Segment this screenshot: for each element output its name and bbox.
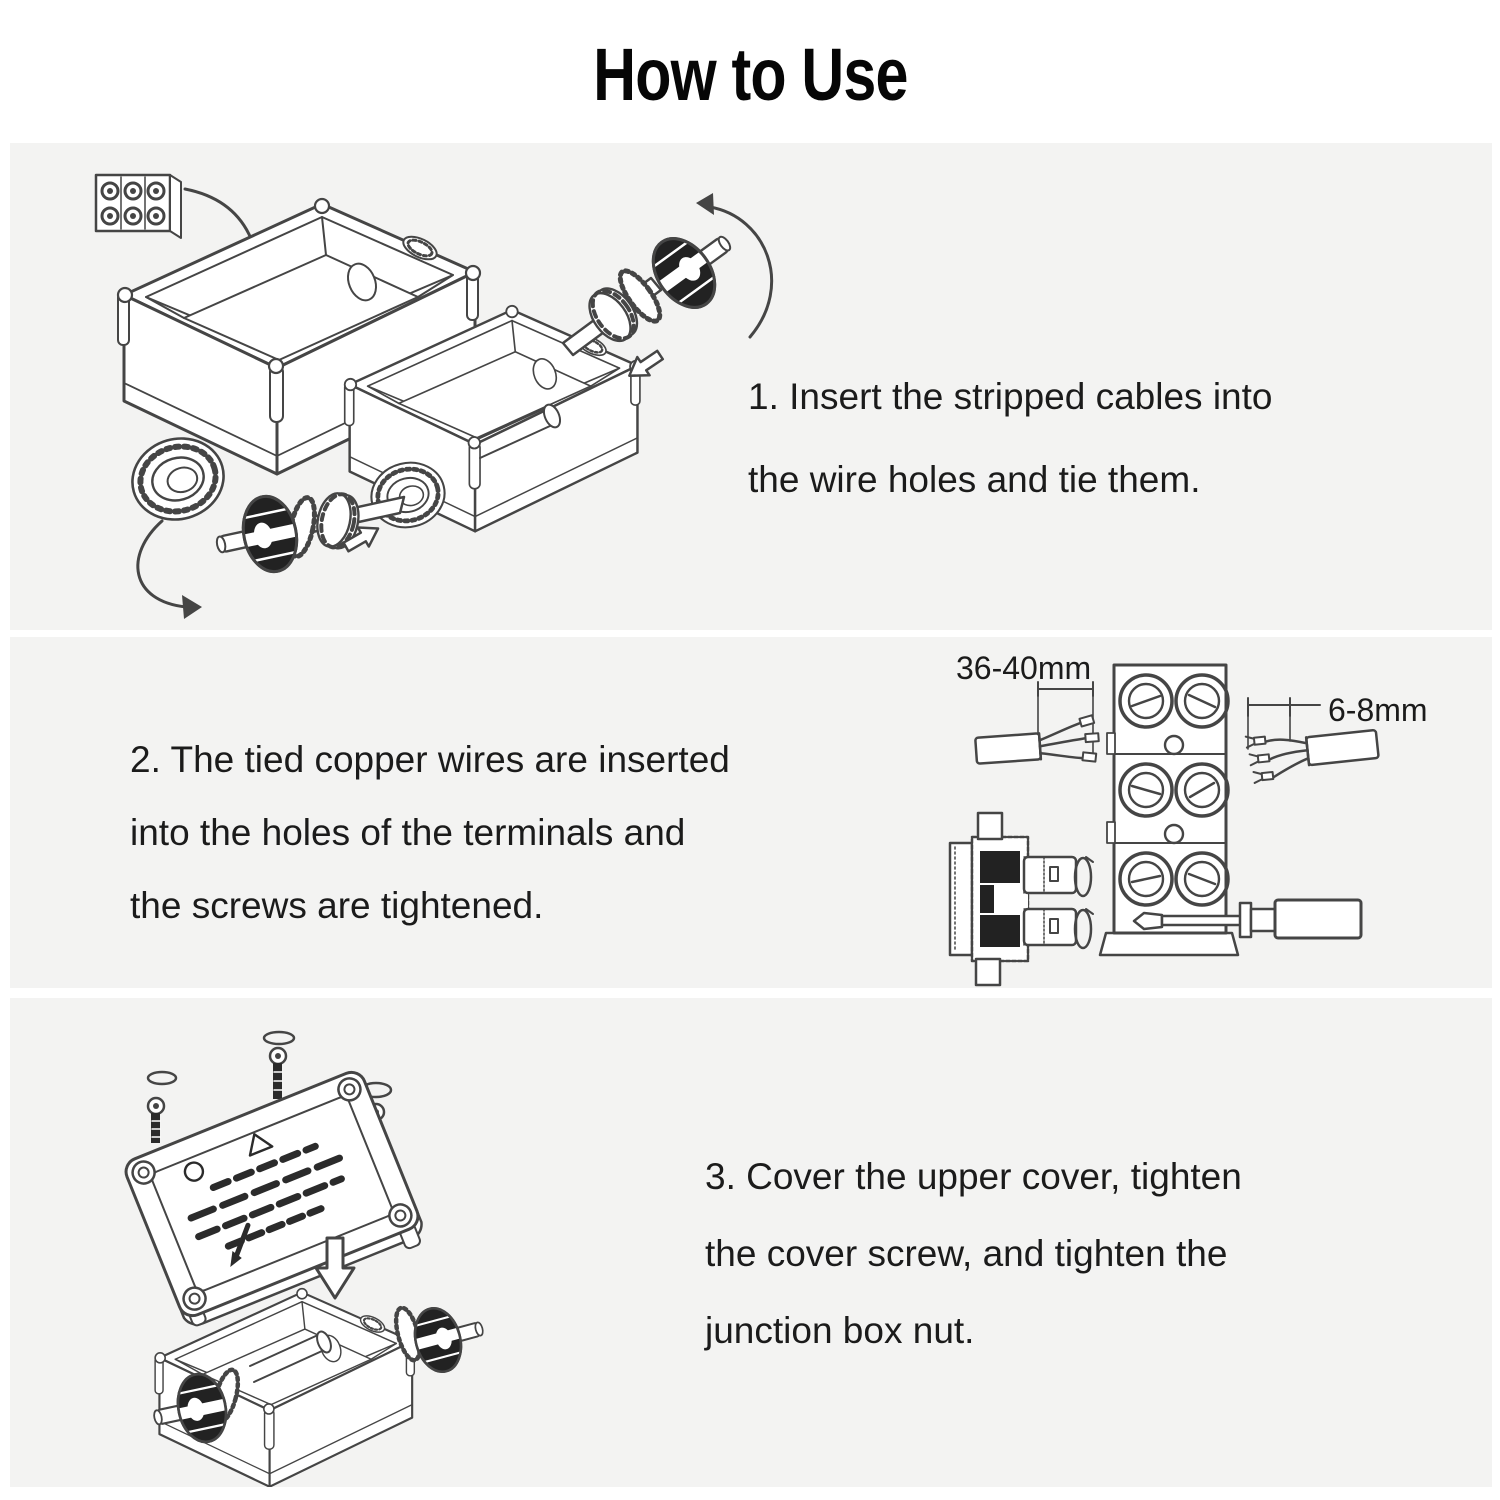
step-2-line-3: the screws are tightened.	[130, 885, 544, 926]
step-3-panel: 3. Cover the upper cover, tighten the co…	[10, 998, 1492, 1487]
step-1-text: 1. Insert the stripped cables into the w…	[748, 355, 1272, 521]
wire-strip-dimension: 6-8mm	[1247, 692, 1428, 750]
rotation-arrow-icon	[696, 193, 774, 339]
gland-nut-icon	[209, 489, 306, 584]
jacket-strip-dimension: 36-40mm	[956, 650, 1094, 760]
step-3-line-3: junction box nut.	[705, 1310, 975, 1351]
top-cover	[124, 1070, 423, 1327]
step-2-text: 2. The tied copper wires are inserted in…	[130, 723, 730, 942]
rotation-arrow-icon	[136, 519, 202, 619]
wire-strip-dimension-label: 6-8mm	[1328, 692, 1428, 728]
down-arrow-icon	[314, 1236, 356, 1300]
step-3-line-2: the cover screw, and tighten the	[705, 1233, 1228, 1274]
rotation-mark-icon	[1073, 856, 1094, 950]
screwdriver-icon	[1132, 898, 1363, 940]
gland-cross-section	[948, 811, 1094, 987]
step-1-line-1: 1. Insert the stripped cables into	[748, 376, 1273, 417]
step-1-illustration	[94, 173, 774, 619]
cover-corner-screws	[131, 1077, 413, 1311]
cable-gland-assembly-left	[136, 455, 452, 619]
page-title-text: How to Use	[592, 33, 908, 116]
step-2-panel: 36-40mm	[10, 637, 1492, 988]
cover-screw	[146, 1070, 178, 1143]
stripped-cable-long-icon	[974, 714, 1100, 765]
junction-box-b	[343, 304, 643, 533]
washer-arrow-icon	[262, 1030, 296, 1046]
step-3-illustration	[124, 1030, 1492, 1487]
step-3-text: 3. Cover the upper cover, tighten the co…	[705, 1138, 1242, 1369]
cover-markings	[183, 1133, 345, 1267]
terminal-screws	[1118, 673, 1230, 907]
terminal-block-front	[1098, 663, 1240, 957]
page-title: How to Use	[0, 33, 1500, 116]
cable-gland-assembly-right	[561, 193, 774, 387]
step-2-line-1: 2. The tied copper wires are inserted	[130, 739, 730, 780]
junction-box-assembled	[147, 1287, 491, 1487]
step-1-line-2: the wire holes and tie them.	[748, 459, 1201, 500]
step-2-illustration: 36-40mm	[948, 650, 1428, 987]
step-2-line-2: into the holes of the terminals and	[130, 812, 686, 853]
terminal-block-icon	[94, 173, 182, 239]
stripped-cable-short-icon	[1244, 729, 1380, 784]
cover-screw	[262, 1030, 296, 1099]
washer-arrow-icon	[146, 1070, 178, 1086]
step-3-line-1: 3. Cover the upper cover, tighten	[705, 1156, 1242, 1197]
jacket-strip-dimension-label: 36-40mm	[956, 650, 1091, 686]
step-1-panel: 1. Insert the stripped cables into the w…	[10, 143, 1492, 630]
